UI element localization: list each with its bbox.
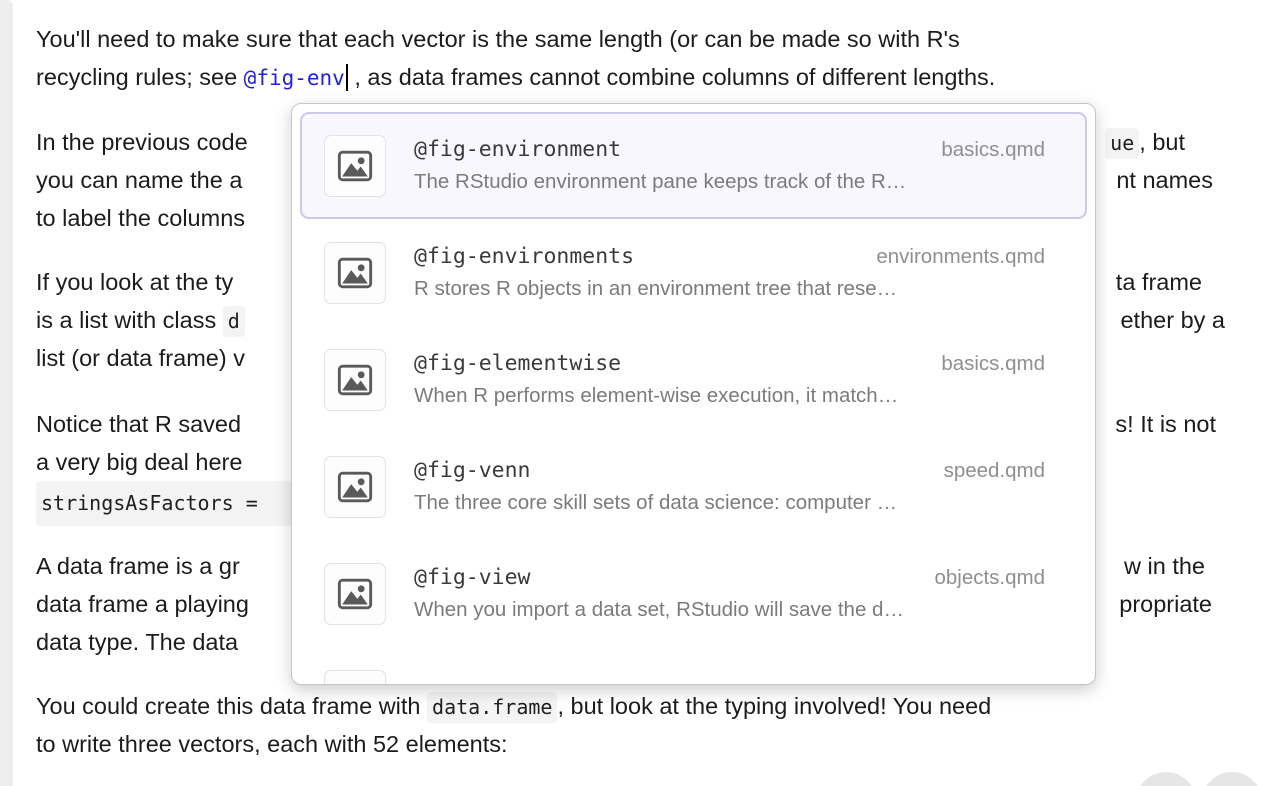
doc-text-fragment: ether by a — [1120, 307, 1225, 333]
completion-file: objects.qmd — [934, 566, 1045, 589]
completion-label: @fig-environment — [414, 137, 622, 162]
text-cursor — [345, 64, 348, 91]
completion-label: @fig-view — [414, 565, 531, 590]
doc-text-fragment: a very big deal here — [36, 449, 243, 475]
doc-text-line: You could create this data frame with da… — [36, 687, 991, 726]
doc-text-fragment: list (or data frame) v — [36, 345, 245, 371]
doc-text-fragment: is a list with class d — [36, 301, 245, 340]
completion-label: @fig-elementwise — [414, 351, 622, 376]
doc-text-fragment: s! It is not — [1115, 411, 1216, 437]
crossref-token[interactable]: @fig-env — [243, 66, 345, 90]
floating-button-left[interactable] — [1136, 772, 1196, 786]
doc-text-fragment: If you look at the ty — [36, 269, 234, 295]
doc-text: , but — [1139, 129, 1185, 155]
doc-text-line: to write three vectors, each with 52 ele… — [36, 731, 508, 757]
doc-text-fragment: stringsAsFactors = — [36, 481, 292, 526]
completion-item[interactable]: @fig-venn speed.qmd The three core skill… — [300, 433, 1087, 540]
image-icon — [324, 134, 386, 197]
completion-file: basics.qmd — [941, 352, 1045, 375]
doc-text-fragment: A data frame is a gr — [36, 553, 240, 579]
doc-text: is a list with class — [36, 307, 223, 333]
inline-code: stringsAsFactors = — [36, 481, 292, 526]
image-icon — [324, 455, 386, 518]
doc-text: , as data frames cannot combine columns … — [347, 64, 996, 90]
doc-text-fragment: w in the — [1124, 553, 1205, 579]
completion-file: environments.qmd — [876, 245, 1045, 268]
doc-text-line: You'll need to make sure that each vecto… — [36, 26, 960, 52]
completion-item[interactable]: @fig-environment basics.qmd The RStudio … — [300, 112, 1087, 219]
completion-label: @fig-venn — [414, 458, 531, 483]
crossref-completion-popup: @fig-environment basics.qmd The RStudio … — [291, 103, 1096, 685]
doc-text-fragment: ta frame — [1115, 269, 1202, 295]
doc-text-fragment: In the previous code — [36, 129, 248, 155]
doc-text-fragment: Notice that R saved — [36, 411, 242, 437]
completion-item[interactable]: @fig-view objects.qmd When you import a … — [300, 540, 1087, 647]
completion-description: R stores R objects in an environment tre… — [414, 277, 898, 300]
completion-item[interactable]: @fig-environments environments.qmd R sto… — [300, 219, 1087, 326]
doc-text: You could create this data frame with — [36, 693, 428, 719]
paragraph: You could create this data frame with da… — [36, 687, 1232, 763]
completion-label: @fig- — [414, 684, 479, 685]
doc-text-fragment: data type. The data — [36, 629, 239, 655]
image-icon — [324, 562, 386, 625]
completion-description: When you import a data set, RStudio will… — [414, 598, 904, 621]
paragraph: In the previous code ue, but you can nam… — [36, 123, 1232, 237]
doc-text: , but look at the typing involved! You n… — [557, 693, 992, 719]
doc-text-fragment: ue, but — [1105, 123, 1185, 162]
inline-code: ue — [1105, 128, 1140, 159]
image-icon — [324, 348, 386, 411]
paragraph: If you look at the ty ta frame is a list… — [36, 263, 1232, 377]
floating-button-right[interactable] — [1202, 772, 1262, 786]
paragraph: A data frame is a gr w in the data frame… — [36, 547, 1232, 661]
completion-file: speed.qmd — [943, 459, 1045, 482]
completion-item[interactable]: @fig- — [300, 647, 1087, 685]
completion-description: The RStudio environment pane keeps track… — [414, 170, 907, 193]
doc-text-fragment: propriate — [1119, 591, 1212, 617]
editor-left-gutter — [0, 0, 13, 786]
doc-text-fragment: data frame a playing — [36, 591, 249, 617]
inline-code: data.frame — [427, 692, 558, 723]
image-icon — [324, 669, 386, 684]
doc-text-fragment: nt names — [1116, 167, 1213, 193]
inline-code: d — [222, 306, 245, 337]
completion-description: The three core skill sets of data scienc… — [414, 491, 898, 514]
paragraph: You'll need to make sure that each vecto… — [36, 20, 1232, 96]
image-icon — [324, 241, 386, 304]
paragraph: Notice that R saved s! It is not a very … — [36, 405, 1232, 526]
doc-text-fragment: to label the columns — [36, 205, 246, 231]
completion-label: @fig-environments — [414, 244, 635, 269]
doc-text-fragment: you can name the a — [36, 167, 243, 193]
doc-text-line: recycling rules; see @fig-env , as data … — [36, 58, 995, 97]
completion-description: When R performs element-wise execution, … — [414, 384, 899, 407]
completion-file: basics.qmd — [941, 138, 1045, 161]
completion-item[interactable]: @fig-elementwise basics.qmd When R perfo… — [300, 326, 1087, 433]
doc-text: recycling rules; see — [36, 64, 244, 90]
